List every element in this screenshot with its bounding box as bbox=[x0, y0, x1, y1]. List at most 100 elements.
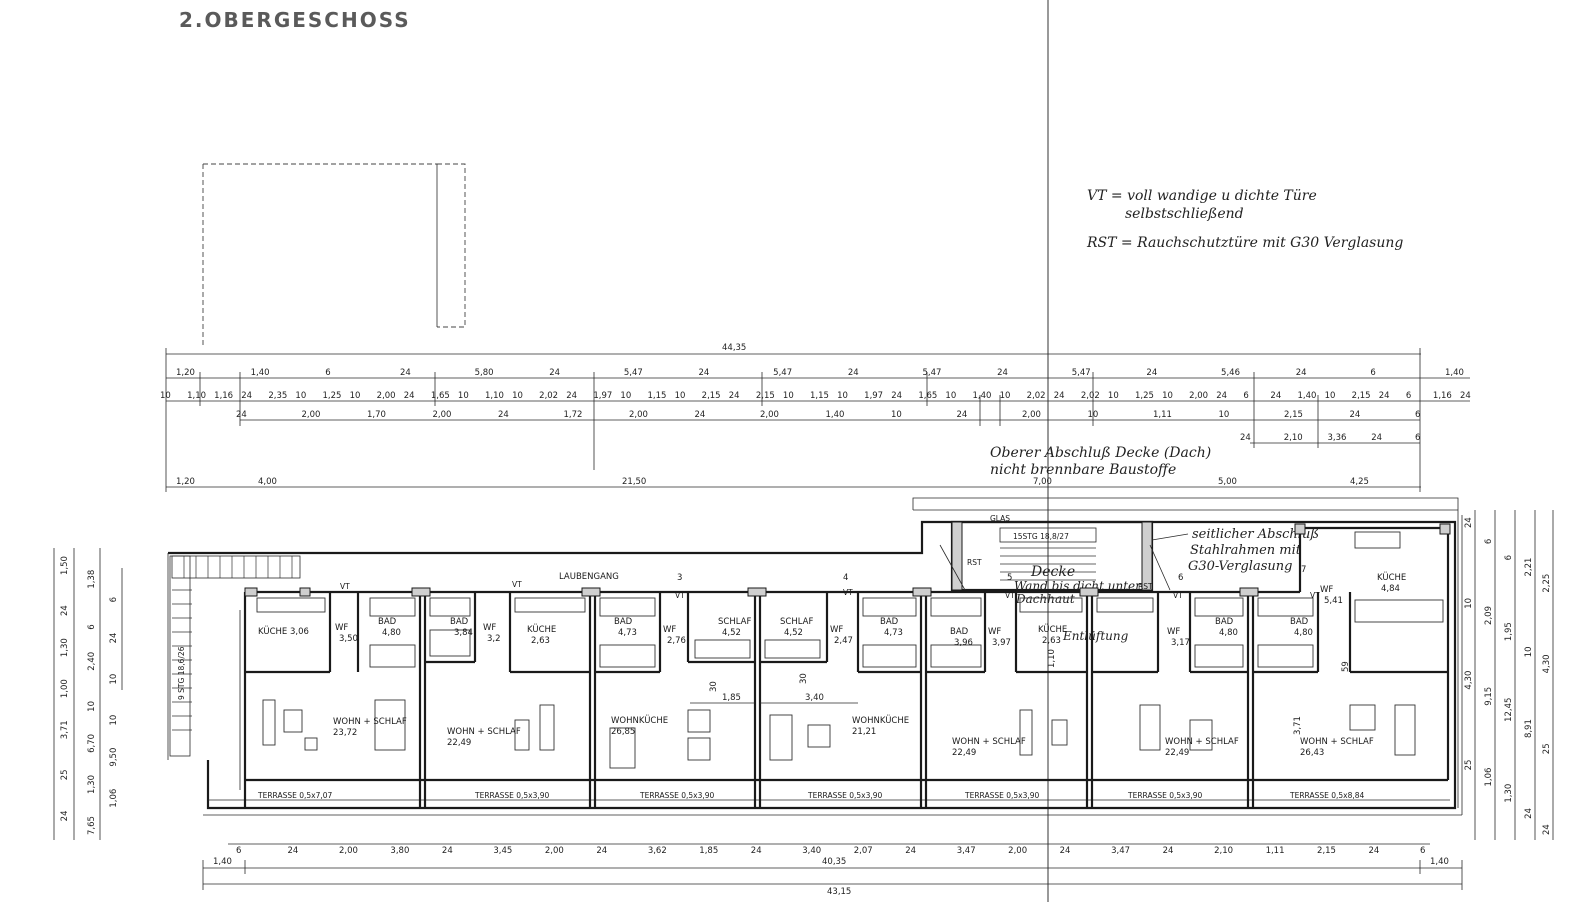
dim-right: 1,06 bbox=[1484, 768, 1494, 787]
dim-bottom-middle: 40,35 bbox=[822, 857, 846, 867]
room-area-wk1: 26,85 bbox=[611, 727, 635, 737]
dim-right: 24 bbox=[1524, 808, 1534, 819]
room-label-bad6: BAD bbox=[1215, 617, 1234, 627]
terrace-label: TERRASSE 0,5x3,90 bbox=[807, 791, 883, 800]
room-label-ws1: WOHN + SCHLAF bbox=[333, 717, 407, 727]
dim-right: 2,09 bbox=[1484, 606, 1494, 625]
dim-left: 24 bbox=[60, 605, 70, 616]
room-area-bad3: 4,73 bbox=[618, 628, 637, 638]
dim-top-r2: 2,02 bbox=[1081, 391, 1100, 401]
dim-left: 6,70 bbox=[87, 734, 97, 753]
dim-top-r3: 10 bbox=[1219, 410, 1230, 420]
hatched-wall-pieces bbox=[244, 523, 1451, 597]
dim-bottom-r1: 6 bbox=[236, 846, 241, 856]
vt-door-mark: VT bbox=[675, 591, 685, 600]
room-label-bad4: BAD bbox=[880, 617, 899, 627]
dim-top-r4: 2,10 bbox=[1284, 433, 1303, 443]
room-label-ws5: WOHN + SCHLAF bbox=[1300, 737, 1374, 747]
dim-top-r1: 5,47 bbox=[922, 368, 941, 378]
dim-top-r1: 24 bbox=[699, 368, 710, 378]
room-area-ws3: 22,49 bbox=[952, 748, 976, 758]
bottom-dimension-lines bbox=[202, 843, 1463, 890]
stair-right-label: 15STG 18,8/27 bbox=[1013, 532, 1069, 541]
dim-bottom-r1: 3,47 bbox=[1111, 846, 1130, 856]
dim-bottom-r1: 3,62 bbox=[648, 846, 667, 856]
dim-bottom-r1: 3,80 bbox=[390, 846, 409, 856]
dim-right: 1,95 bbox=[1504, 622, 1514, 641]
room-label-bad3: BAD bbox=[614, 617, 633, 627]
rst-mark-1: RST bbox=[967, 558, 982, 567]
dim-top-r2: 1,40 bbox=[973, 391, 992, 401]
dim-top-r1: 5,47 bbox=[1072, 368, 1091, 378]
drawing-title: 2.OBERGESCHOSS bbox=[179, 8, 411, 32]
dim-top-r3: 1,40 bbox=[826, 410, 845, 420]
dim-top-r4: 24 bbox=[1371, 433, 1382, 443]
dim-top-r2: 10 bbox=[1000, 391, 1011, 401]
room-label-wf6: WF bbox=[1167, 627, 1180, 637]
dim-top-r5: 7,00 bbox=[1033, 477, 1052, 487]
dim-top-r1: 24 bbox=[400, 368, 411, 378]
dim-right: 12,45 bbox=[1504, 698, 1514, 722]
inner-dim-d2: 3,40 bbox=[805, 693, 824, 703]
vt-door-mark: VT bbox=[340, 582, 350, 591]
room-label-ws4: WOHN + SCHLAF bbox=[1165, 737, 1239, 747]
room-label-bad1: BAD bbox=[378, 617, 397, 627]
dim-top-r3: 24 bbox=[236, 410, 247, 420]
note-wand: Wand bis dicht unter bbox=[1014, 579, 1142, 593]
inner-dim-d3: 30 bbox=[709, 681, 719, 692]
dim-bottom-r1: 3,45 bbox=[493, 846, 512, 856]
dim-top-r2: 2,15 bbox=[756, 391, 775, 401]
top-dimension-chains: 44,35 bbox=[165, 343, 1470, 492]
room-area-wf7: 5,41 bbox=[1324, 596, 1343, 606]
dim-left: 9,50 bbox=[109, 748, 119, 767]
dim-top-r2: 1,65 bbox=[431, 391, 450, 401]
room-area-ws5: 26,43 bbox=[1300, 748, 1324, 758]
dim-bottom-r1: 2,00 bbox=[339, 846, 358, 856]
dim-bottom-r1: 24 bbox=[1369, 846, 1380, 856]
glass-canopy-outline: GLAS bbox=[912, 497, 1459, 808]
dim-top-r1: 5,47 bbox=[624, 368, 643, 378]
dim-bottom-r1: 2,00 bbox=[545, 846, 564, 856]
dim-top-r2: 24 bbox=[1379, 391, 1390, 401]
note-side-line1: seitlicher Abschluß bbox=[1192, 527, 1319, 542]
room-area-bad4: 4,73 bbox=[884, 628, 903, 638]
dim-left: 1,30 bbox=[87, 775, 97, 794]
room-area-wf4: 2,47 bbox=[834, 636, 853, 646]
dim-left: 3,71 bbox=[60, 720, 70, 739]
dim-left: 1,38 bbox=[87, 570, 97, 589]
dim-top-r5: 4,00 bbox=[258, 477, 277, 487]
room-area-k4: 4,84 bbox=[1381, 584, 1400, 594]
dim-top-r3: 2,00 bbox=[760, 410, 779, 420]
room-area-wf2: 3,2 bbox=[487, 634, 501, 644]
stair-left-label: 9 STG 18,6/26 bbox=[177, 646, 186, 700]
upper-dashed-outline bbox=[202, 163, 466, 345]
dim-right: 6 bbox=[1504, 555, 1514, 560]
dim-right: 25 bbox=[1542, 743, 1552, 754]
dim-right: 1,30 bbox=[1504, 784, 1514, 803]
dim-left: 2,40 bbox=[87, 652, 97, 671]
dim-top-r2: 10 bbox=[458, 391, 469, 401]
dim-top-r2: 2,15 bbox=[702, 391, 721, 401]
left-staircase: 9 STG 18,6/26 bbox=[171, 555, 301, 731]
vt-door-mark: VT bbox=[1173, 591, 1183, 600]
dim-bottom-r1: 3,47 bbox=[957, 846, 976, 856]
room-label-wf1: WF bbox=[335, 623, 348, 633]
dim-top-r2: 24 bbox=[1270, 391, 1281, 401]
dim-top-r1: 1,40 bbox=[251, 368, 270, 378]
dim-top-r1: 6 bbox=[1370, 368, 1375, 378]
dim-bottom-r1: 1,85 bbox=[699, 846, 718, 856]
building-outer-walls bbox=[167, 515, 1463, 816]
dim-top-r2: 24 bbox=[241, 391, 252, 401]
room-area-sch2: 4,52 bbox=[784, 628, 803, 638]
dim-top-r1: 24 bbox=[1296, 368, 1307, 378]
dim-bottom-r1: 24 bbox=[596, 846, 607, 856]
dim-right: 8,91 bbox=[1524, 719, 1534, 738]
legend-rst-line: RST = Rauchschutztüre mit G30 Verglasung bbox=[1086, 235, 1403, 251]
room-label-ws3: WOHN + SCHLAF bbox=[952, 737, 1026, 747]
room-area-wf5: 3,97 bbox=[992, 638, 1011, 648]
dim-bottom-r1: 24 bbox=[442, 846, 453, 856]
central-stair-core: 15STG 18,8/27 RST RST Decke Wand bis dic… bbox=[939, 520, 1171, 643]
dim-right: 2,21 bbox=[1524, 558, 1534, 577]
